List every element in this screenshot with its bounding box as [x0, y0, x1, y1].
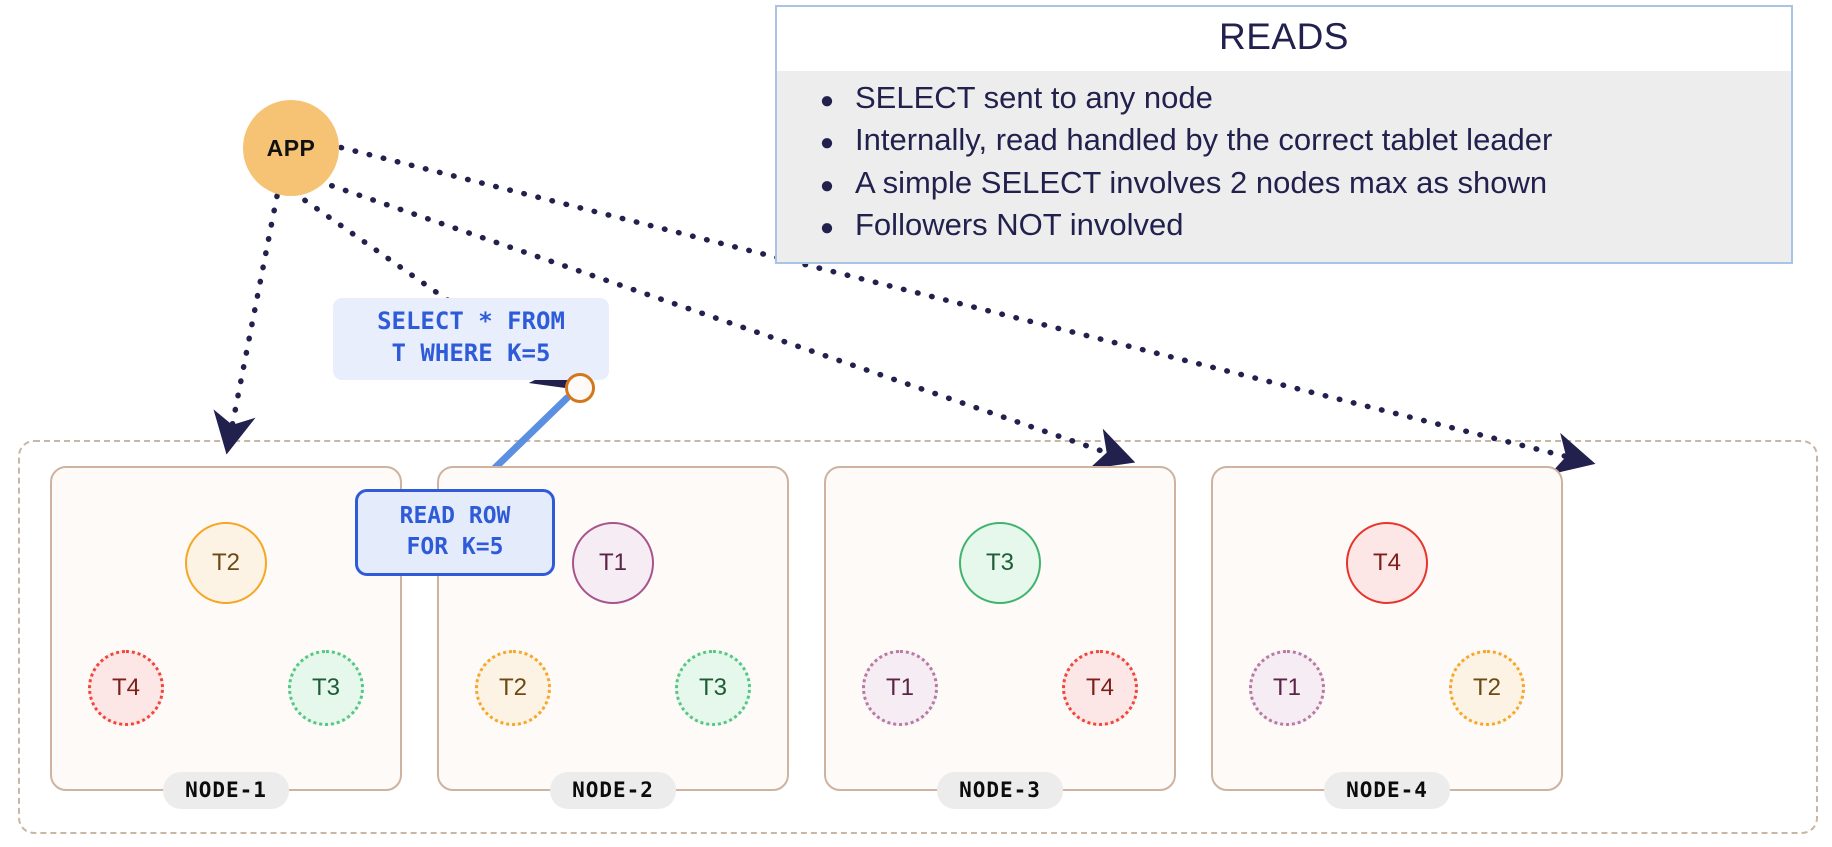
tablet-label: T1	[885, 674, 914, 701]
list-item: ● Internally, read handled by the correc…	[799, 119, 1791, 161]
bullet-icon: ●	[819, 213, 835, 241]
app-node[interactable]: APP	[243, 100, 339, 196]
tablet-label: T3	[311, 674, 340, 701]
tablet-follower-right[interactable]: T4	[1062, 650, 1138, 726]
node-name-badge: NODE-2	[550, 772, 676, 809]
read-line-2: FOR K=5	[406, 533, 504, 560]
tablet-follower-right[interactable]: T3	[288, 650, 364, 726]
tablet-follower-left[interactable]: T4	[88, 650, 164, 726]
read-line-1: READ ROW	[399, 503, 511, 529]
node-name-badge: NODE-4	[1324, 772, 1450, 809]
tablet-label: T4	[1085, 674, 1114, 701]
tablet-follower-left[interactable]: T2	[475, 650, 551, 726]
reads-bullet-list: ● SELECT sent to any node ● Internally, …	[777, 77, 1791, 246]
reads-bullet-text: A simple SELECT involves 2 nodes max as …	[855, 164, 1548, 200]
bullet-icon: ●	[819, 129, 835, 157]
bullet-icon: ●	[819, 171, 835, 199]
tablet-label: T2	[1472, 674, 1501, 701]
reads-bullet-text: SELECT sent to any node	[855, 80, 1213, 115]
reads-panel-title: READS	[777, 7, 1791, 71]
edge-app-to-node-1	[213, 193, 280, 455]
tablet-label: T1	[598, 549, 627, 576]
tablet-label: T3	[698, 674, 727, 701]
read-row-callout: READ ROW FOR K=5	[355, 489, 555, 577]
sql-statement-callout: SELECT * FROM T WHERE K=5	[333, 298, 609, 380]
node-name-badge: NODE-1	[163, 772, 289, 809]
tablet-leader[interactable]: T4	[1346, 522, 1428, 604]
list-item: ● Followers NOT involved	[799, 204, 1791, 246]
tablet-follower-right[interactable]: T3	[675, 650, 751, 726]
tablet-follower-right[interactable]: T2	[1449, 650, 1525, 726]
reads-bullet-text: Internally, read handled by the correct …	[855, 122, 1553, 158]
reads-info-panel: READS ● SELECT sent to any node ● Intern…	[775, 5, 1793, 265]
node-box-node-3[interactable]: T3 T1 T4 NODE-3	[824, 466, 1176, 809]
tablet-label: T2	[498, 674, 527, 701]
node-box-node-4[interactable]: T4 T1 T2 NODE-4	[1211, 466, 1563, 809]
bullet-icon: ●	[819, 87, 835, 114]
reads-panel-body: ● SELECT sent to any node ● Internally, …	[777, 71, 1791, 263]
tablet-follower-left[interactable]: T1	[862, 650, 938, 726]
tablet-leader[interactable]: T2	[185, 522, 267, 604]
tablet-follower-left[interactable]: T1	[1249, 650, 1325, 726]
tablet-label: T4	[1372, 549, 1401, 576]
list-item: ● SELECT sent to any node	[799, 77, 1791, 119]
node-name-badge: NODE-3	[937, 772, 1063, 809]
list-item: ● A simple SELECT involves 2 nodes max a…	[799, 162, 1791, 204]
leader-port-marker[interactable]	[565, 373, 595, 403]
tablet-label: T3	[985, 549, 1014, 576]
tablet-leader[interactable]: T1	[572, 522, 654, 604]
sql-line-2: T WHERE K=5	[391, 338, 551, 367]
tablet-label: T2	[211, 549, 240, 576]
sql-line-1: SELECT * FROM	[377, 307, 565, 335]
node-box-node-1[interactable]: T2 T4 T3 NODE-1	[50, 466, 402, 809]
tablet-label: T4	[111, 674, 140, 701]
app-node-label: APP	[266, 134, 316, 161]
tablet-leader[interactable]: T3	[959, 522, 1041, 604]
reads-bullet-text: Followers NOT involved	[855, 206, 1184, 242]
tablet-label: T1	[1272, 674, 1301, 701]
